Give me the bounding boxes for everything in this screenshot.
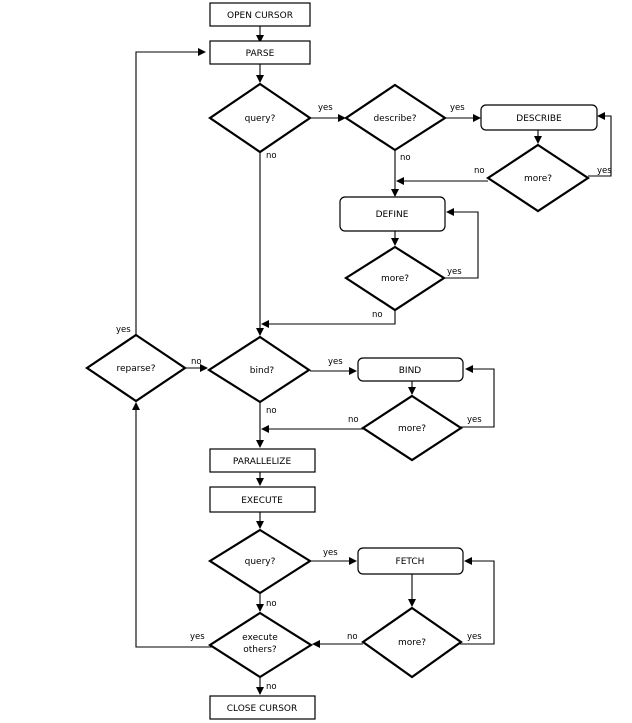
close-cursor-box <box>209 695 316 720</box>
more-define-label: more? <box>381 274 409 284</box>
close-cursor-label: CLOSE CURSOR <box>227 704 298 714</box>
query-decision-1-label: query? <box>245 114 276 124</box>
more-bind-decision <box>360 394 464 462</box>
fetch-label: FETCH <box>396 557 425 567</box>
edge-more-define-no <box>261 310 396 328</box>
edge-label-query1-no: no <box>266 151 277 161</box>
more-describe-label: more? <box>524 174 552 184</box>
execute-others-label-line2: others? <box>243 645 277 655</box>
edge-execute-others-yes <box>132 402 212 648</box>
edge-more-define-yes <box>444 208 479 279</box>
edge-more-bind-yes <box>460 365 495 428</box>
bind-decision <box>206 335 311 404</box>
open-cursor-label: OPEN CURSOR <box>227 11 293 21</box>
fetch-box <box>357 547 464 575</box>
more-define-decision <box>343 245 447 312</box>
reparse-label: reparse? <box>117 364 156 374</box>
execute-label: EXECUTE <box>241 496 283 506</box>
edge-label-describe-yes: yes <box>450 103 465 113</box>
describe-box <box>480 104 598 131</box>
define-box <box>339 196 446 232</box>
more-bind-label: more? <box>398 424 426 434</box>
query-decision-2-label: query? <box>245 557 276 567</box>
query-decision-2 <box>207 528 313 595</box>
describe-decision <box>344 83 448 152</box>
parse-label: PARSE <box>246 49 275 59</box>
parallelize-box <box>209 448 316 473</box>
describe-decision-label: describe? <box>373 114 416 124</box>
reparse-decision <box>85 333 187 403</box>
edge-label-execute-others-no: no <box>266 682 277 692</box>
edge-reparse-yes <box>135 48 206 335</box>
edge-label-more-fetch-yes: yes <box>467 632 482 642</box>
query-decision-1 <box>208 82 312 154</box>
edge-label-query2-yes: yes <box>323 548 338 558</box>
define-label: DEFINE <box>376 210 409 220</box>
edge-label-more-describe-yes: yes <box>597 166 612 176</box>
execute-box <box>209 486 316 513</box>
edge-label-query2-no: no <box>266 599 277 609</box>
edge-label-more-bind-no: no <box>348 415 359 425</box>
more-describe-decision <box>486 143 590 213</box>
open-cursor-box <box>209 2 311 27</box>
edge-label-reparse-no: no <box>191 357 202 367</box>
more-fetch-label: more? <box>398 638 426 648</box>
parse-box <box>209 40 311 65</box>
parallelize-label: PARALLELIZE <box>233 457 292 467</box>
execute-others-decision <box>207 611 314 679</box>
execute-others-label-line1: execute <box>242 633 278 643</box>
bind-box <box>357 357 464 382</box>
edge-label-more-fetch-no: no <box>347 632 358 642</box>
edge-label-describe-no: no <box>400 153 411 163</box>
edge-label-query1-yes: yes <box>318 103 333 113</box>
edge-label-reparse-yes: yes <box>116 325 131 335</box>
edge-labels: yes no yes no yes no yes no yes no yes n… <box>116 103 612 692</box>
edge-label-more-define-yes: yes <box>447 267 462 277</box>
edge-label-more-define-no: no <box>372 310 383 320</box>
more-fetch-decision <box>361 606 463 679</box>
edge-label-bind-yes: yes <box>328 357 343 367</box>
edge-label-bind-no: no <box>266 406 277 416</box>
connectors <box>132 26 612 695</box>
edge-label-more-bind-yes: yes <box>467 415 482 425</box>
describe-label: DESCRIBE <box>516 114 562 124</box>
nodes: OPEN CURSOR PARSE query? describe? DESCR… <box>85 2 598 720</box>
bind-label: BIND <box>399 366 422 376</box>
edge-label-execute-others-yes: yes <box>190 632 205 642</box>
bind-decision-label: bind? <box>250 366 275 376</box>
edge-label-more-describe-no: no <box>474 166 485 176</box>
edge-more-fetch-yes <box>460 557 495 645</box>
edge-more-describe-yes <box>588 112 612 177</box>
